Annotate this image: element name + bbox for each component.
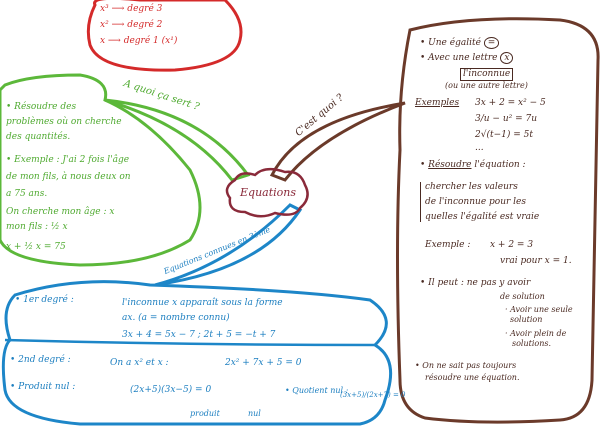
second-degree-example: 2x² + 7x + 5 = 0 (225, 358, 302, 368)
sait-line: résoudre une équation. (425, 373, 520, 382)
def-line: quelles l'égalité est vraie (425, 212, 540, 222)
example-eq: 2√(t−1) = 5t (475, 130, 533, 140)
exemple-label: Exemple : (425, 240, 471, 250)
nul-underbrace-label: nul (248, 409, 261, 418)
center-cloud (225, 167, 309, 218)
produit-nul-example: (2x+5)(3x−5) = 0 (130, 385, 212, 395)
brown-bubble (396, 17, 600, 424)
green-line: de mon fils, à nous deux on (6, 172, 131, 182)
lettre: • Avec une lettre (420, 53, 498, 63)
peut-line: de solution (500, 292, 545, 301)
green-line: des quantités. (6, 132, 71, 142)
green-branch (104, 98, 251, 182)
green-line: On cherche mon âge : x (6, 207, 115, 217)
egalite: • Une égalité (420, 38, 481, 48)
peut-line: solutions. (512, 339, 552, 348)
green-line: • Résoudre des (6, 102, 77, 112)
first-degree-label: • 1er degré : (15, 295, 74, 305)
produit-nul-label: • Produit nul : (10, 382, 76, 392)
red-bubble (86, 0, 243, 72)
peut-line: · Avoir une seule (505, 305, 573, 314)
green-bubble (0, 73, 202, 267)
green-line: problèmes où on cherche (6, 117, 122, 127)
quotient-nul-label: • Quotient nul : (285, 386, 349, 395)
x-circle-icon: x (500, 52, 514, 64)
sait-line: • On ne sait pas toujours (415, 361, 517, 370)
exemple-sol: vrai pour x = 1. (500, 256, 572, 266)
produit-underbrace-label: produit (190, 409, 220, 418)
green-line: x + ½ x = 75 (6, 242, 66, 252)
red-line: x² ⟶ degré 2 (100, 20, 163, 30)
red-line: x³ ⟶ degré 3 (100, 4, 163, 14)
first-degree-text: l'inconnue x apparaît sous la forme (122, 298, 283, 308)
red-line: x ⟶ degré 1 (x¹) (100, 36, 178, 46)
peut-line: solution (510, 315, 543, 324)
second-degree-text: On a x² et x : (110, 358, 169, 368)
first-degree-examples: 3x + 4 = 5x − 7 ; 2t + 5 = −t + 7 (122, 330, 276, 340)
resoudre-rest: l'équation : (474, 160, 526, 170)
def-line: chercher les valeurs (425, 182, 518, 192)
inconnue: l'inconnue (460, 68, 514, 81)
first-degree-text: ax. (a = nombre connu) (122, 313, 230, 323)
second-degree-label: • 2nd degré : (10, 355, 71, 365)
resoudre: Résoudre (428, 160, 472, 170)
autre-lettre: (ou une autre lettre) (445, 81, 528, 90)
example-eq: 3/u − u² = 7u (475, 114, 538, 124)
peut-line: • Il peut : ne pas y avoir (420, 278, 531, 288)
def-bar (420, 182, 421, 222)
green-line: a 75 ans. (6, 189, 48, 199)
green-line: mon fils : ½ x (6, 222, 68, 232)
center-title: Equations (240, 186, 297, 199)
brown-branch (269, 101, 406, 182)
quotient-nul-example: (3x+5)/(2x+7) = 0 (340, 391, 406, 399)
blue-divider (4, 338, 376, 347)
exemple-eq: x + 2 = 3 (490, 240, 534, 250)
green-line: • Exemple : J'ai 2 fois l'âge (6, 155, 130, 165)
exemples-label: Exemples (415, 98, 460, 108)
equals-circle-icon: = (483, 37, 500, 49)
def-line: de l'inconnue pour les (425, 197, 526, 207)
peut-line: · Avoir plein de (505, 329, 567, 338)
blue-bubble (1, 280, 393, 426)
example-eq: ... (475, 143, 484, 153)
example-eq: 3x + 2 = x² − 5 (475, 98, 546, 108)
